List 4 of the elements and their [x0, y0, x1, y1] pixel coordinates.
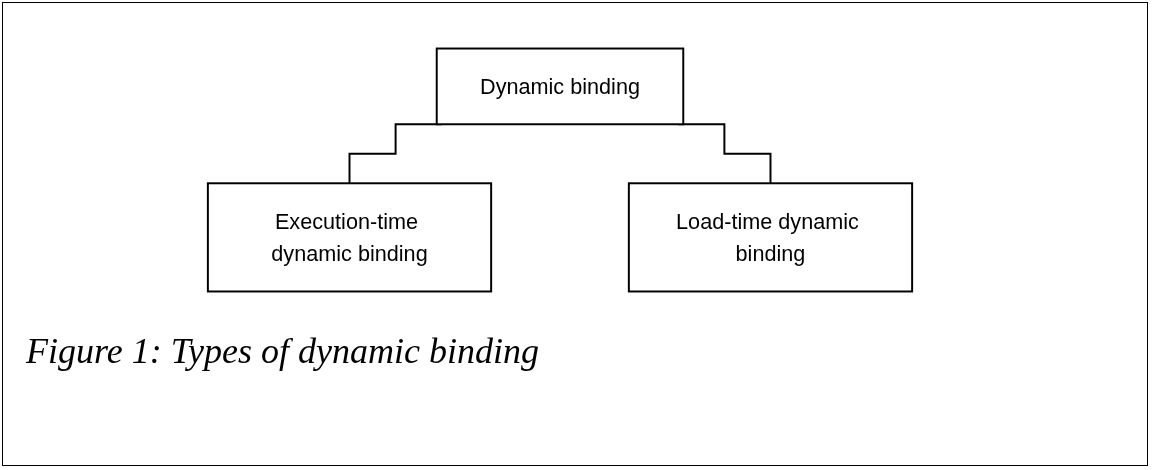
node-box: Execution-time dynamic binding	[206, 182, 493, 293]
node-box: Dynamic binding	[435, 47, 685, 126]
figure-caption: Figure 1: Types of dynamic binding	[26, 330, 539, 372]
node-box: Load-time dynamic binding	[627, 182, 914, 293]
